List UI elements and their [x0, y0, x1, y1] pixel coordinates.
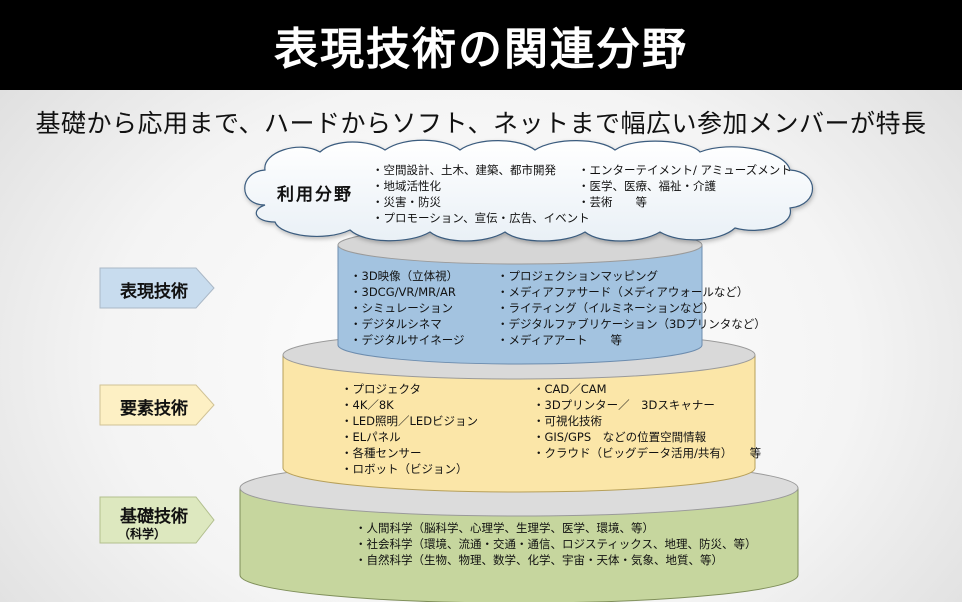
cloud-list-left: ・空間設計、土木、建築、都市開発・地域活性化・災害・防災・プロモーション、宣伝・… — [372, 162, 590, 226]
basic-arrow — [99, 496, 215, 544]
list-item: ・デジタルシネマ — [350, 317, 442, 331]
basic-list: ・人間科学（脳科学、心理学、生理学、医学、環境、等） ・社会科学（環境、流通・交通… — [355, 520, 756, 568]
basic-sublabel: （科学） — [118, 527, 167, 541]
element-label: 要素技術 — [120, 399, 188, 419]
list-item: ・ライティング（イルミネーションなど） — [497, 301, 715, 315]
list-item: ・人間科学（脳科学、心理学、生理学、医学、環境、等） — [355, 521, 654, 535]
list-item: ・エンターテイメント/ アミューズメント — [578, 163, 792, 177]
list-item: ・災害・防災 — [372, 195, 441, 209]
element-list-left: ・プロジェクタ・4K／8K ・LED照明／LEDビジョン・ELパネル・各種センサー… — [341, 381, 478, 477]
list-item: ・可視化技術 — [533, 414, 602, 428]
element-list-right: ・CAD／CAM ・3Dプリンター／ 3Dスキャナー・可視化技術・GIS/GPS … — [533, 381, 761, 461]
expression-arrow — [99, 267, 215, 309]
element-tier-body — [282, 354, 756, 493]
expression-tier-body — [337, 244, 703, 365]
title-bar: 表現技術の関連分野 — [0, 0, 962, 90]
list-item: ・空間設計、土木、建築、都市開発 — [372, 163, 556, 177]
list-item: ・3Dプリンター／ 3Dスキャナー — [533, 398, 715, 412]
basic-tier-body — [239, 487, 799, 602]
expression-list-left: ・3D映像（立体視） ・3DCG/VR/MR/AR ・シミュレーション・デジタルシネ… — [350, 268, 465, 348]
element-arrow — [99, 384, 215, 426]
list-item: ・各種センサー — [341, 446, 422, 460]
list-item: ・クラウド（ビッグデータ活用/共有） 等 — [533, 446, 762, 460]
list-item: ・自然科学（生物、物理、数学、化学、宇宙・天体・気象、地質、等） — [355, 553, 723, 567]
list-item: ・医学、医療、福祉・介護 — [578, 179, 716, 193]
list-item: ・シミュレーション — [350, 301, 454, 315]
list-item: ・地域活性化 — [372, 179, 441, 193]
usage-cloud — [244, 139, 814, 242]
list-item: ・3DCG/VR/MR/AR — [350, 285, 456, 299]
cloud-shape — [244, 139, 814, 242]
cloud-title: 利用分野 — [277, 185, 353, 205]
list-item: ・4K／8K — [341, 398, 394, 412]
expression-label: 表現技術 — [120, 282, 188, 302]
expression-list-right: ・プロジェクションマッピング・メディアファサード（メディアウォールなど） ・ライテ… — [497, 268, 766, 348]
list-item: ・デジタルサイネージ — [350, 333, 465, 347]
list-item: ・メディアアート 等 — [497, 333, 623, 347]
list-item: ・ELパネル — [341, 430, 401, 444]
list-item: ・GIS/GPS などの位置空間情報 — [533, 430, 707, 444]
cloud-list-right: ・エンターテイメント/ アミューズメント・医学、医療、福祉・介護・芸術 等 — [578, 162, 792, 210]
list-item: ・プロモーション、宣伝・広告、イベント — [372, 211, 590, 225]
page-subtitle: 基礎から応用まで、ハードからソフト、ネットまで幅広い参加メンバーが特長 — [35, 109, 927, 138]
list-item: ・CAD／CAM — [533, 382, 607, 396]
list-item: ・プロジェクタ — [341, 382, 422, 396]
list-item: ・メディアファサード（メディアウォールなど） — [497, 285, 749, 299]
list-item: ・プロジェクションマッピング — [497, 269, 658, 283]
list-item: ・芸術 等 — [578, 195, 647, 209]
list-item: ・デジタルファブリケーション（3Dプリンタなど） — [497, 317, 766, 331]
basic-label: 基礎技術 — [120, 507, 188, 527]
list-item: ・LED照明／LEDビジョン — [341, 414, 479, 428]
page-title: 表現技術の関連分野 — [274, 24, 688, 75]
list-item: ・ロボット（ビジョン） — [341, 462, 468, 476]
list-item: ・3D映像（立体視） — [350, 269, 459, 283]
list-item: ・社会科学（環境、流通・交通・通信、ロジスティックス、地理、防災、等） — [355, 537, 757, 551]
